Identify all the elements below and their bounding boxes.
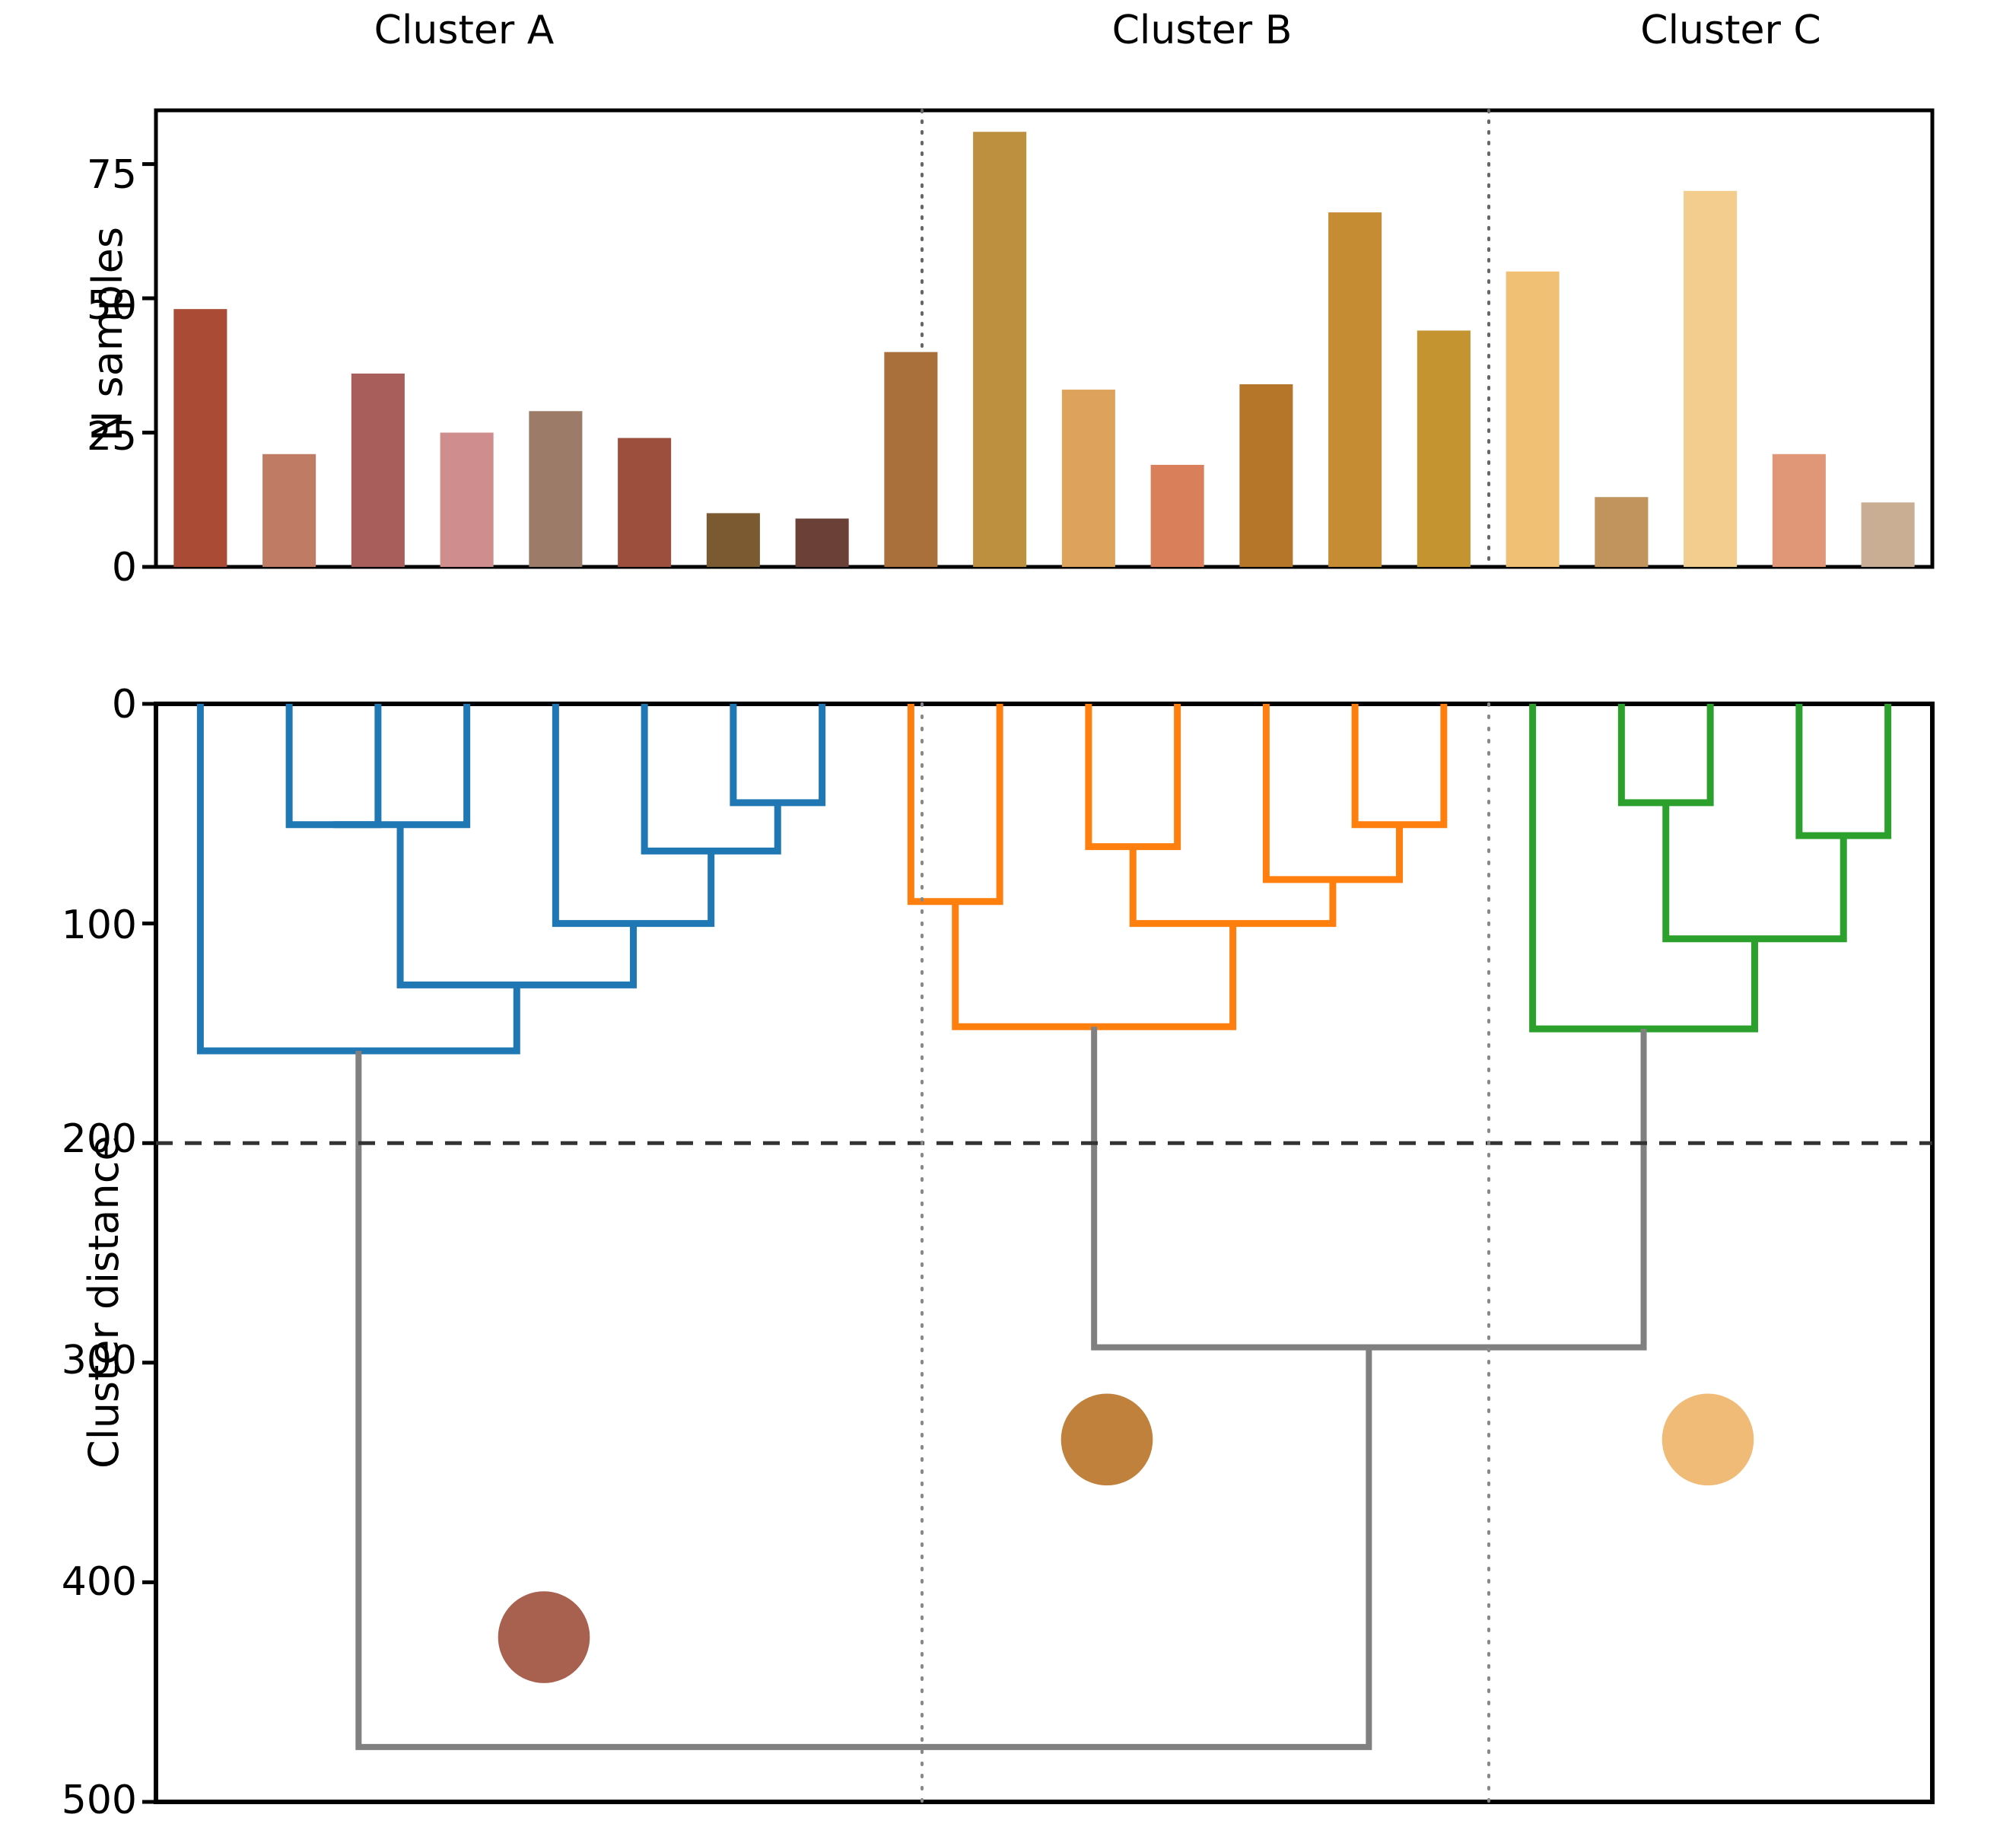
dendro-link-bc — [1091, 1026, 1647, 1351]
bottom-ytick-300: 300 — [61, 1338, 137, 1383]
bottom-ytick-200: 200 — [61, 1116, 137, 1162]
bar-A1 — [173, 309, 227, 567]
dendro-link-a-bc — [355, 1050, 1372, 1750]
bottom-ytick-400: 400 — [61, 1559, 137, 1605]
bar-B7 — [1417, 330, 1471, 567]
dendro-link-b-2 — [1085, 704, 1181, 851]
bar-C3 — [1684, 190, 1738, 567]
bar-A7 — [706, 513, 760, 567]
cluster-marker-b — [1060, 1393, 1153, 1486]
bar-plot-frame — [154, 108, 1935, 569]
bar-B1 — [884, 352, 938, 567]
dendro-plot-frame — [154, 702, 1935, 1804]
bottom-ytick-0: 0 — [111, 682, 137, 727]
cluster-title-c: Cluster C — [1640, 8, 1821, 53]
bar-A8 — [795, 518, 849, 567]
dendro-link-b-3 — [1351, 704, 1448, 829]
dendro-link-a-1 — [285, 704, 382, 829]
bar-B6 — [1328, 212, 1382, 567]
bottom-ytick-500: 500 — [61, 1778, 137, 1823]
bar-C1 — [1506, 271, 1560, 567]
dendro-link-a-5 — [552, 704, 715, 928]
bar-C2 — [1595, 497, 1649, 567]
dendro-link-c-1 — [1617, 704, 1714, 807]
bar-B5 — [1239, 384, 1293, 567]
dendro-link-c-2 — [1795, 704, 1892, 839]
bar-A5 — [529, 411, 583, 567]
dendro-link-a-3 — [730, 704, 826, 807]
top-ytick-50: 50 — [86, 283, 137, 329]
dendro-link-a-2 — [333, 704, 471, 829]
dendro-link-a-4 — [641, 704, 781, 855]
bar-B3 — [1061, 390, 1115, 567]
dendro-link-b-5 — [1129, 846, 1337, 928]
dendro-link-b-4 — [1262, 704, 1403, 883]
bar-C5 — [1861, 502, 1915, 567]
top-ytick-0: 0 — [111, 545, 137, 590]
dendro-link-a-6 — [396, 824, 638, 988]
top-ytick-25: 25 — [86, 414, 137, 460]
bar-B4 — [1150, 464, 1204, 567]
dendro-link-c-3 — [1662, 802, 1847, 943]
cluster-title-b: Cluster B — [1111, 8, 1293, 53]
dendro-link-b-root — [952, 901, 1237, 1030]
cluster-marker-a — [498, 1591, 590, 1683]
bottom-ytick-100: 100 — [61, 902, 137, 948]
bar-A6 — [618, 438, 672, 567]
dendro-link-b-1 — [907, 704, 1003, 906]
cluster-title-a: Cluster A — [374, 8, 555, 53]
dendro-link-c-root — [1529, 704, 1758, 1033]
bar-A3 — [351, 373, 405, 567]
bar-B2 — [973, 132, 1027, 567]
bar-C4 — [1772, 454, 1826, 567]
top-ytick-75: 75 — [86, 152, 137, 198]
bar-A4 — [440, 432, 494, 567]
bar-A2 — [262, 454, 316, 567]
cluster-marker-c — [1661, 1393, 1754, 1486]
